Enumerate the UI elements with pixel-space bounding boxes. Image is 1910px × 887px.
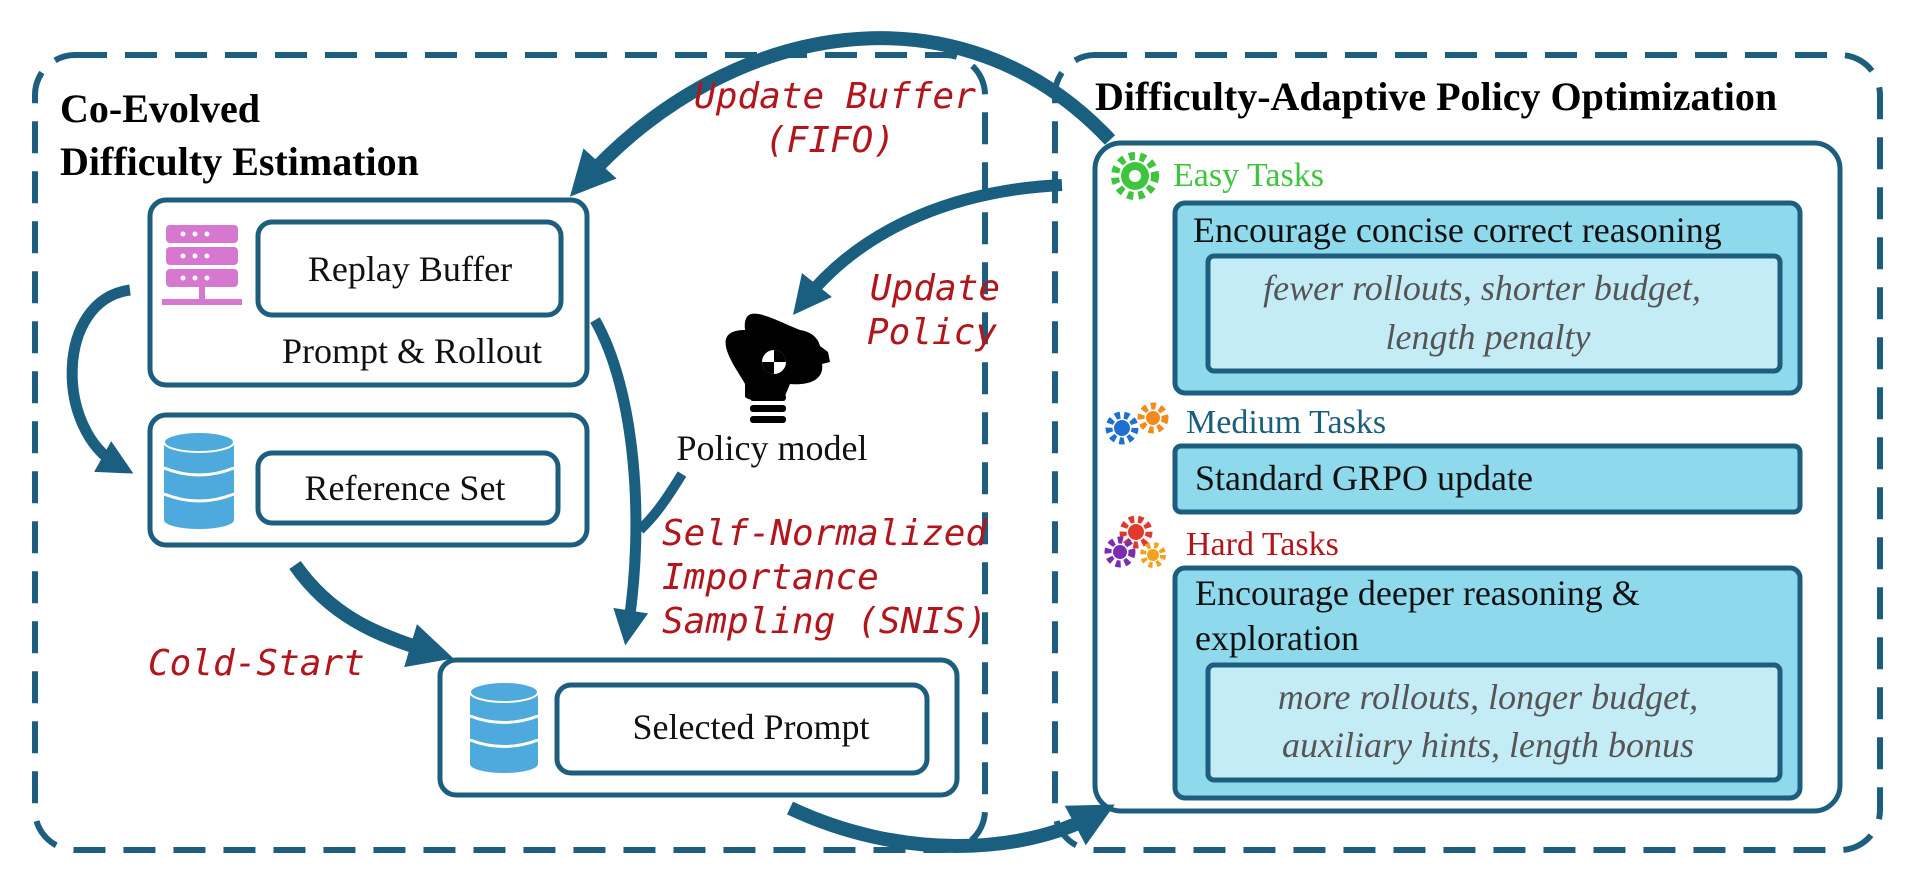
medium-tasks-text: Standard GRPO update [1195,458,1533,498]
gear-icon [1111,152,1159,200]
easy-tasks-heading: Easy Tasks [1173,157,1324,194]
database-icon [163,431,235,529]
easy-tasks-text: Encourage concise correct reasoning [1193,210,1722,250]
update-buffer-line1: Update Buffer [694,76,976,117]
hard-tasks-text-line2: exploration [1195,618,1359,658]
medium-tasks-heading: Medium Tasks [1186,404,1386,441]
gears-icon [1104,515,1166,568]
left-panel-frame [32,52,988,853]
easy-tasks-detail-line1: fewer rollouts, shorter budget, [1263,268,1701,308]
snis-line3: Sampling (SNIS) [662,601,987,642]
policy-model-label: Policy model [677,428,868,468]
left-panel-title-line2: Difficulty Estimation [60,139,419,184]
cold-start-label: Cold-Start [148,643,365,684]
easy-tasks-detail-line2: length penalty [1386,317,1591,357]
hard-tasks-detail-line1: more rollouts, longer budget, [1278,677,1698,717]
selected-prompt-node: Selected Prompt [437,657,960,798]
update-buffer-arrow [569,31,1116,197]
update-buffer-line2: (FIFO) [765,120,895,161]
hard-tasks-detail-line2: auxiliary hints, length bonus [1282,725,1694,765]
cold-start-arrow [289,560,454,668]
hard-tasks-heading: Hard Tasks [1186,526,1339,563]
robot-head-icon [725,313,830,423]
right-panel-frame [1052,52,1883,853]
replay-buffer-node: Replay Buffer Prompt & Rollout [147,197,590,388]
replay-buffer-label: Replay Buffer [308,249,512,289]
server-icon [162,225,242,305]
easy-tasks-detail-box [1205,253,1783,374]
reference-set-node: Reference Set [147,412,590,548]
snis-line1: Self-Normalized [662,513,988,554]
left-panel-title-line1: Co-Evolved [60,86,260,131]
buffer-to-reference-arrow [66,284,134,474]
update-policy-line1: Update [870,268,1000,309]
reference-set-label: Reference Set [305,468,506,508]
right-panel-title: Difficulty-Adaptive Policy Optimization [1095,74,1777,119]
database-icon [469,681,539,773]
snis-line2: Importance [662,557,879,598]
buffer-to-selected-arrow [590,317,649,646]
selected-prompt-label: Selected Prompt [633,707,870,747]
medium-tasks-box [1172,443,1803,515]
policy-to-snis-arrow [636,471,687,534]
update-policy-arrow [792,179,1063,315]
replay-buffer-sublabel: Prompt & Rollout [282,331,542,371]
hard-tasks-text-line1: Encourage deeper reasoning & [1195,573,1640,613]
selected-to-optimization-arrow [787,801,1115,853]
hard-tasks-detail-box [1205,662,1783,783]
gears-icon [1105,402,1169,445]
update-policy-line2: Policy [867,312,997,353]
